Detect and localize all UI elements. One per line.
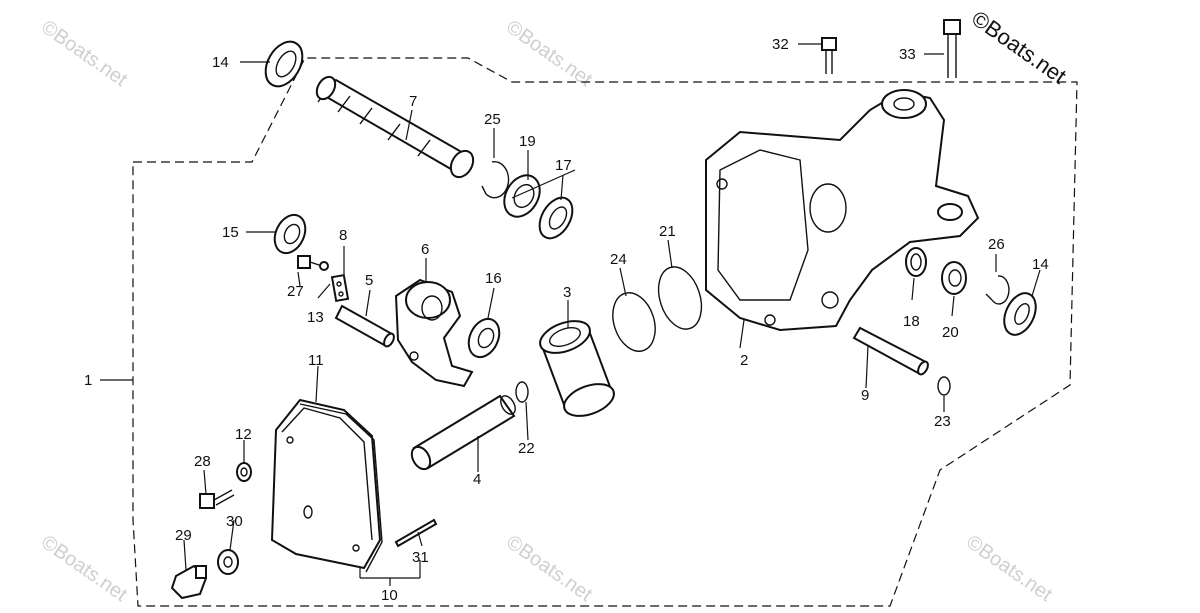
callout-14a: 14 (212, 54, 229, 71)
callout-11: 11 (308, 352, 324, 369)
callout-6: 6 (421, 241, 429, 258)
part-28-bolt (199, 489, 235, 509)
callout-17: 17 (555, 157, 572, 174)
part-22-ring (515, 381, 529, 403)
part-18-seal (905, 247, 927, 277)
callout-33: 33 (899, 46, 916, 63)
callout-12: 12 (235, 426, 252, 443)
callout-4: 4 (473, 471, 481, 488)
part-26-circlip (985, 275, 1010, 305)
part-17-washer (538, 196, 574, 240)
callout-7: 7 (409, 93, 417, 110)
part-5-pin (334, 304, 395, 348)
callout-5: 5 (365, 272, 373, 289)
leader-lines (100, 43, 1041, 586)
part-6-fork (394, 278, 474, 388)
callout-22: 22 (518, 440, 535, 457)
callout-15: 15 (222, 224, 239, 241)
part-30-washer (217, 549, 239, 575)
callout-23: 23 (934, 413, 951, 430)
callout-30: 30 (226, 513, 243, 530)
callout-20: 20 (942, 324, 959, 341)
part-24-ring (612, 292, 656, 352)
watermark: ©Boats.net (502, 16, 596, 91)
callout-28: 28 (194, 453, 211, 470)
callout-18: 18 (903, 313, 920, 330)
callout-16: 16 (485, 270, 502, 287)
part-12-washer (236, 462, 252, 482)
part-9-pin (852, 326, 929, 376)
watermark-main: ©Boats.net (967, 6, 1071, 89)
part-20-bearing (941, 261, 967, 295)
watermark: ©Boats.net (37, 531, 131, 606)
part-25-circlip (481, 161, 510, 199)
part-29-plug (170, 564, 208, 600)
callout-10: 10 (381, 587, 398, 604)
callout-14b: 14 (1032, 256, 1049, 273)
part-7-shaft (315, 75, 475, 179)
callout-26: 26 (988, 236, 1005, 253)
part-8-clip (330, 273, 350, 303)
part-32-bolt (821, 37, 837, 74)
part-15-washer (273, 213, 307, 255)
callout-32: 32 (772, 36, 789, 53)
part-3-sleeve (539, 320, 615, 417)
part-23-ring (937, 376, 951, 396)
callout-27: 27 (287, 283, 304, 300)
callout-3: 3 (563, 284, 571, 301)
callout-2: 2 (740, 352, 748, 369)
callout-9: 9 (861, 387, 869, 404)
part-14-washer-top (264, 40, 304, 88)
part-14-washer-right (1003, 292, 1037, 336)
callout-29: 29 (175, 527, 192, 544)
callout-19: 19 (519, 133, 536, 150)
callout-25: 25 (484, 111, 501, 128)
part-2-housing (705, 89, 980, 332)
callout-1: 1 (84, 372, 92, 389)
part-11-cover (270, 398, 383, 573)
watermark: ©Boats.net (502, 531, 596, 606)
part-31-pin (394, 518, 438, 548)
part-33-bolt (943, 19, 961, 78)
callout-8: 8 (339, 227, 347, 244)
part-16-washer (467, 317, 501, 359)
part-21-ring (657, 266, 703, 330)
watermark: ©Boats.net (962, 531, 1056, 606)
callout-labels: 1 2 3 4 5 6 7 8 9 10 11 12 13 14 14 15 1… (84, 36, 1049, 604)
callout-24: 24 (610, 251, 627, 268)
part-27-bolt (297, 255, 329, 271)
part-19-bearing (503, 174, 541, 218)
part-4-pin (410, 394, 516, 471)
watermark: ©Boats.net (37, 16, 131, 91)
callout-13: 13 (307, 309, 324, 326)
callout-21: 21 (659, 223, 676, 240)
callout-31: 31 (412, 549, 429, 566)
